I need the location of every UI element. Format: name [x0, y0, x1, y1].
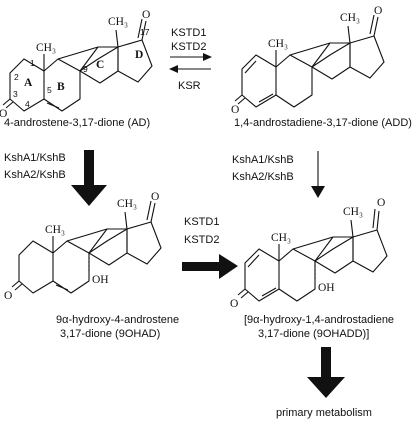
arrow-to-primary-metabolism — [307, 347, 345, 398]
atom-number: 17 — [140, 27, 150, 37]
molecule-9ohadd: CH₃ CH₃ O O OH — [230, 197, 388, 310]
arrow-9ohad-to-9ohadd — [182, 254, 238, 279]
ring-label: D — [135, 49, 143, 61]
oxygen-label: O — [374, 5, 382, 17]
compound-label-add: 1,4-androstadiene-3,17-dione (ADD) — [234, 117, 412, 129]
arrow-add-to-9ohadd — [311, 151, 325, 198]
compound-label-9ohadd: 3,17-dione (9OHADD)] — [258, 328, 369, 340]
molecule-add: CH₃ CH₃ O O — [231, 5, 385, 116]
enzyme-label: KSTD1 — [184, 216, 219, 228]
atom-number: 9 — [83, 64, 88, 74]
methyl-label: CH₃ — [117, 198, 137, 210]
methyl-label: CH₃ — [108, 16, 128, 28]
oxygen-label: O — [142, 9, 150, 21]
oxygen-label: O — [377, 197, 385, 209]
enzyme-label: KshA2/KshB — [232, 171, 294, 183]
enzyme-label: KSR — [178, 80, 201, 92]
enzyme-label: KSTD2 — [171, 41, 206, 53]
compound-label-9ohad: 3,17-dione (9OHAD) — [60, 328, 160, 340]
compound-label-9ohadd: [9α-hydroxy-1,4-androstadiene — [244, 314, 394, 326]
methyl-label: CH₃ — [45, 224, 65, 236]
enzyme-label: KshA1/KshB — [4, 152, 66, 164]
ring-label: C — [96, 59, 104, 71]
enzyme-label: KshA1/KshB — [232, 154, 294, 166]
enzyme-label: KSTD2 — [184, 234, 219, 246]
hydroxyl-label: OH — [318, 282, 335, 294]
compound-label-ad: 4-androstene-3,17-dione (AD) — [4, 117, 150, 129]
methyl-label: CH₃ — [36, 42, 56, 54]
oxygen-label: O — [230, 298, 238, 310]
hydroxyl-label: OH — [92, 274, 109, 286]
ring-label: B — [57, 81, 65, 93]
equilibrium-arrows — [169, 53, 212, 73]
methyl-label: CH₃ — [271, 232, 291, 244]
methyl-label: CH₃ — [343, 206, 363, 218]
molecule-ad: CH₃ CH₃ O O A B C D 1 2 3 4 5 9 17 — [0, 9, 153, 120]
oxygen-label: O — [0, 108, 7, 120]
bond — [9, 58, 45, 112]
atom-number: 2 — [14, 72, 19, 82]
atom-number: 4 — [25, 99, 30, 109]
oxygen-label: O — [151, 191, 159, 203]
oxygen-label: O — [231, 104, 239, 116]
enzyme-label: KSTD1 — [171, 27, 206, 39]
arrow-ad-to-9ohad — [71, 150, 107, 206]
atom-number: 3 — [13, 89, 18, 99]
methyl-label: CH₃ — [340, 12, 360, 24]
compound-label-9ohad: 9α-hydroxy-4-androstene — [56, 314, 179, 326]
oxygen-label: O — [4, 290, 12, 302]
methyl-label: CH₃ — [268, 38, 288, 50]
primary-metabolism-label: primary metabolism — [276, 407, 372, 419]
enzyme-label: KshA2/KshB — [4, 169, 66, 181]
atom-number: 5 — [47, 85, 52, 95]
molecule-9ohad: CH₃ CH₃ O O OH — [4, 191, 162, 302]
ring-label: A — [24, 77, 33, 89]
atom-number: 1 — [30, 58, 35, 68]
